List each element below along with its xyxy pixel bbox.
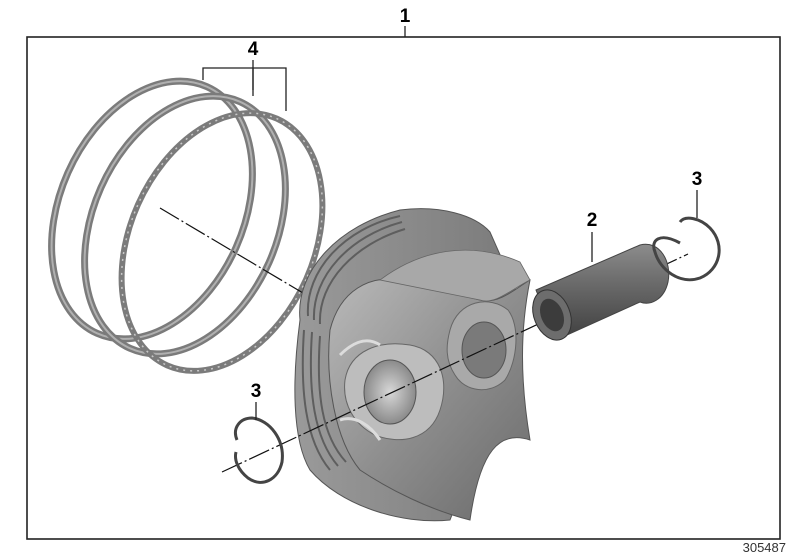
callout-3-left: 3 — [250, 381, 262, 402]
ring-center-axis — [159, 207, 309, 297]
snap-ring-left — [234, 416, 284, 484]
callout-3-right: 3 — [691, 169, 703, 190]
piston — [294, 208, 531, 522]
diagram-reference-number: 305487 — [742, 540, 786, 555]
piston-pin — [532, 243, 670, 341]
piston-pin-bore — [539, 298, 565, 332]
piston-rings — [48, 77, 326, 374]
callout-2: 2 — [586, 210, 598, 231]
snap-ring-right — [652, 216, 721, 282]
callout-4-bracket — [202, 60, 287, 111]
assembly-frame — [26, 36, 781, 540]
callout-1: 1 — [399, 6, 411, 27]
pin-bore-near — [363, 359, 417, 425]
callout-4: 4 — [247, 39, 259, 60]
